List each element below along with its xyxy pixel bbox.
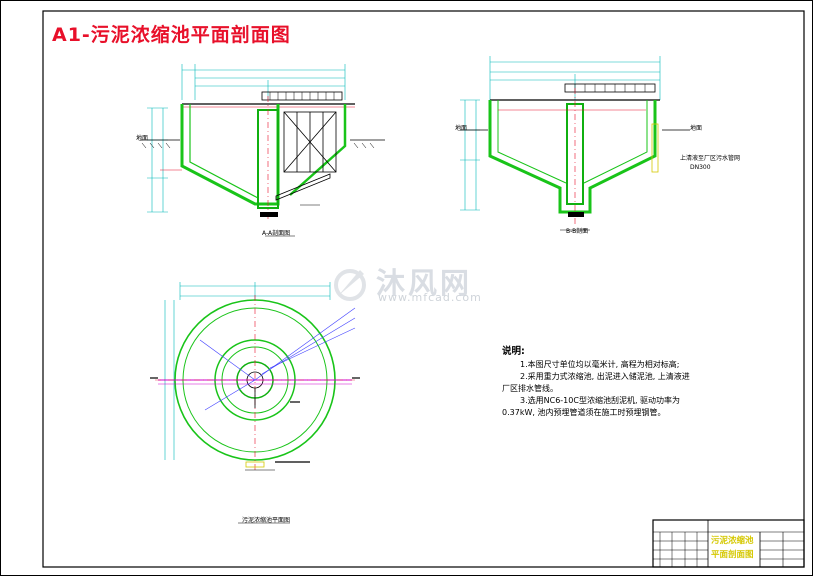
notes-line: 1.本图尺寸单位均以毫米计, 高程为相对标高; bbox=[520, 360, 680, 369]
pipe-label: DN300 bbox=[690, 164, 711, 171]
ground-label-left: 地面 bbox=[136, 135, 149, 142]
title-block bbox=[652, 519, 805, 568]
ground-label-mid: 地面 bbox=[455, 125, 468, 132]
section-b-drawing bbox=[460, 56, 690, 231]
section-a-label: A-A剖面图 bbox=[262, 230, 291, 237]
notes-line: 3.选用NC6-10C型浓缩池刮泥机, 驱动功率为 bbox=[520, 396, 681, 405]
notes-line: 0.37kW, 池内预埋管道须在施工时预埋钢管。 bbox=[502, 408, 666, 417]
drawing-name-line-1: 污泥浓缩池 bbox=[711, 536, 754, 546]
section-a-drawing bbox=[140, 64, 385, 237]
watermark-url: www.mfcad.com bbox=[378, 291, 482, 304]
notes-line: 2.采用重力式浓缩池, 出泥进入储泥池, 上清液进 bbox=[520, 372, 690, 381]
ground-label-right: 地面 bbox=[690, 125, 703, 132]
plan-label: 污泥浓缩池平面图 bbox=[242, 517, 291, 524]
drawing-title: A1-污泥浓缩池平面剖面图 bbox=[52, 24, 291, 46]
plan-drawing bbox=[150, 282, 360, 524]
notes-heading: 说明: bbox=[502, 346, 525, 357]
notes-line: 厂区排水管线。 bbox=[502, 384, 558, 393]
watermark-brand: 沐风网 bbox=[376, 266, 473, 300]
watermark-logo-icon bbox=[334, 269, 366, 301]
notes-block: 说明: 1.本图尺寸单位均以毫米计, 高程为相对标高; 2.采用重力式浓缩池, … bbox=[502, 346, 712, 419]
supernatant-label: 上清液至厂区污水管网 bbox=[680, 155, 741, 162]
inner-border bbox=[42, 10, 805, 568]
section-b-label: B-B剖面 bbox=[566, 228, 589, 235]
title-block-drawing-name: 污泥浓缩池 平面剖面图 bbox=[711, 534, 755, 562]
drawing-name-line-2: 平面剖面图 bbox=[711, 550, 754, 560]
